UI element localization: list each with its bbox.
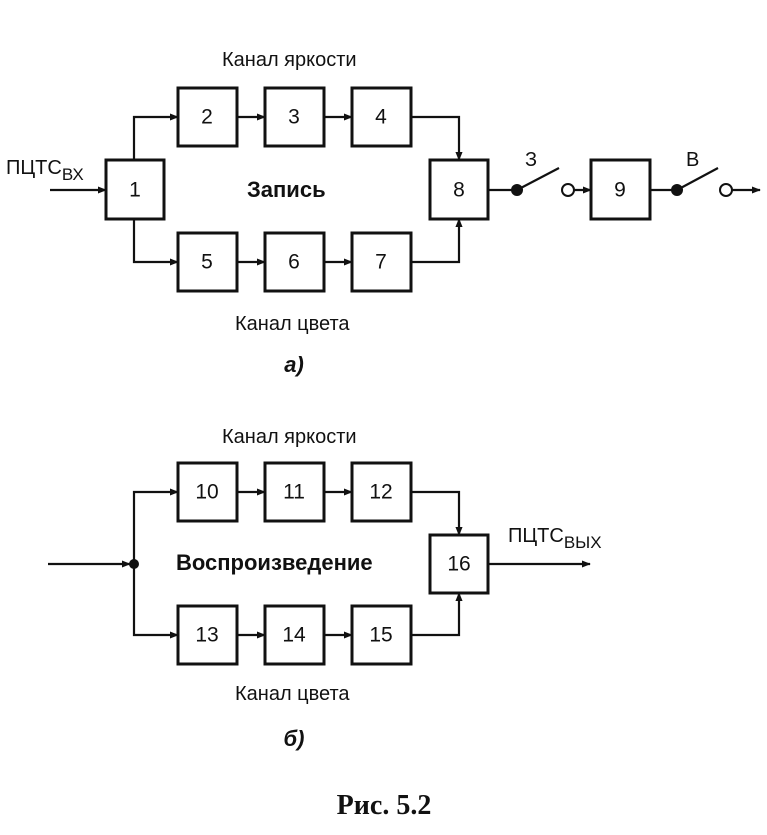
svg-text:7: 7 xyxy=(375,251,387,274)
block-6: 6 xyxy=(263,231,326,293)
top-channel-label: Канал яркости xyxy=(222,49,357,71)
wire-1-2 xyxy=(132,113,179,160)
block-12: 12 xyxy=(350,461,413,523)
figure-caption: Рис. 5.2 xyxy=(337,790,432,821)
sublabel-b: б) xyxy=(284,726,305,751)
wire-4-8 xyxy=(411,115,463,161)
svg-text:2: 2 xyxy=(201,106,213,129)
block-11: 11 xyxy=(263,461,326,523)
center-label: Запись xyxy=(247,177,326,202)
svg-text:16: 16 xyxy=(447,553,470,576)
switch-1-contact xyxy=(561,183,575,197)
block-9: 9 xyxy=(589,158,652,221)
wire-7-8 xyxy=(411,218,463,264)
svg-text:10: 10 xyxy=(195,481,218,504)
svg-text:11: 11 xyxy=(283,481,305,504)
block-5: 5 xyxy=(176,231,239,293)
block-7: 7 xyxy=(350,231,413,293)
wire-j-13 xyxy=(132,564,179,639)
top-channel-label-b: Канал яркости xyxy=(222,426,357,448)
block-2: 2 xyxy=(176,86,239,148)
bottom-channel-label-b: Канал цвета xyxy=(235,683,350,705)
svg-text:4: 4 xyxy=(375,106,387,129)
block-16: 16 xyxy=(428,533,490,595)
svg-text:9: 9 xyxy=(614,179,626,202)
block-1: 1 xyxy=(104,158,166,221)
switch-2-blade xyxy=(676,167,719,191)
block-10: 10 xyxy=(176,461,239,523)
wire-12-16 xyxy=(411,490,463,536)
svg-text:15: 15 xyxy=(369,624,392,647)
svg-text:6: 6 xyxy=(288,251,300,274)
wire-1-5 xyxy=(132,219,179,266)
diagram-b: Канал яркости Канал цвета Воспроизведени… xyxy=(48,426,602,751)
input-label: ПЦТСВХ xyxy=(6,157,84,184)
block-3: 3 xyxy=(263,86,326,148)
block-14: 14 xyxy=(263,604,326,666)
diagram-a: ПЦТСВХ Канал яркости Канал цвета Запись … xyxy=(6,49,761,377)
svg-text:8: 8 xyxy=(453,179,465,202)
sublabel-a: а) xyxy=(284,352,304,377)
block-4: 4 xyxy=(350,86,413,148)
svg-text:12: 12 xyxy=(369,481,392,504)
switch-1-label: З xyxy=(525,149,537,171)
block-15: 15 xyxy=(350,604,413,666)
svg-text:3: 3 xyxy=(288,106,300,129)
output-label: ПЦТСВЫХ xyxy=(508,525,602,552)
switch-1-blade xyxy=(516,167,560,191)
svg-text:5: 5 xyxy=(201,251,213,274)
svg-text:14: 14 xyxy=(282,624,306,647)
svg-text:13: 13 xyxy=(195,624,218,647)
center-label-b: Воспроизведение xyxy=(176,550,373,575)
switch-2-label: В xyxy=(686,149,699,171)
block-13: 13 xyxy=(176,604,239,666)
switch-2-contact xyxy=(719,183,733,197)
bottom-channel-label: Канал цвета xyxy=(235,313,350,335)
svg-text:1: 1 xyxy=(129,179,141,202)
wire-j-10 xyxy=(132,488,179,564)
wire-15-16 xyxy=(411,592,463,637)
block-8: 8 xyxy=(428,158,490,221)
